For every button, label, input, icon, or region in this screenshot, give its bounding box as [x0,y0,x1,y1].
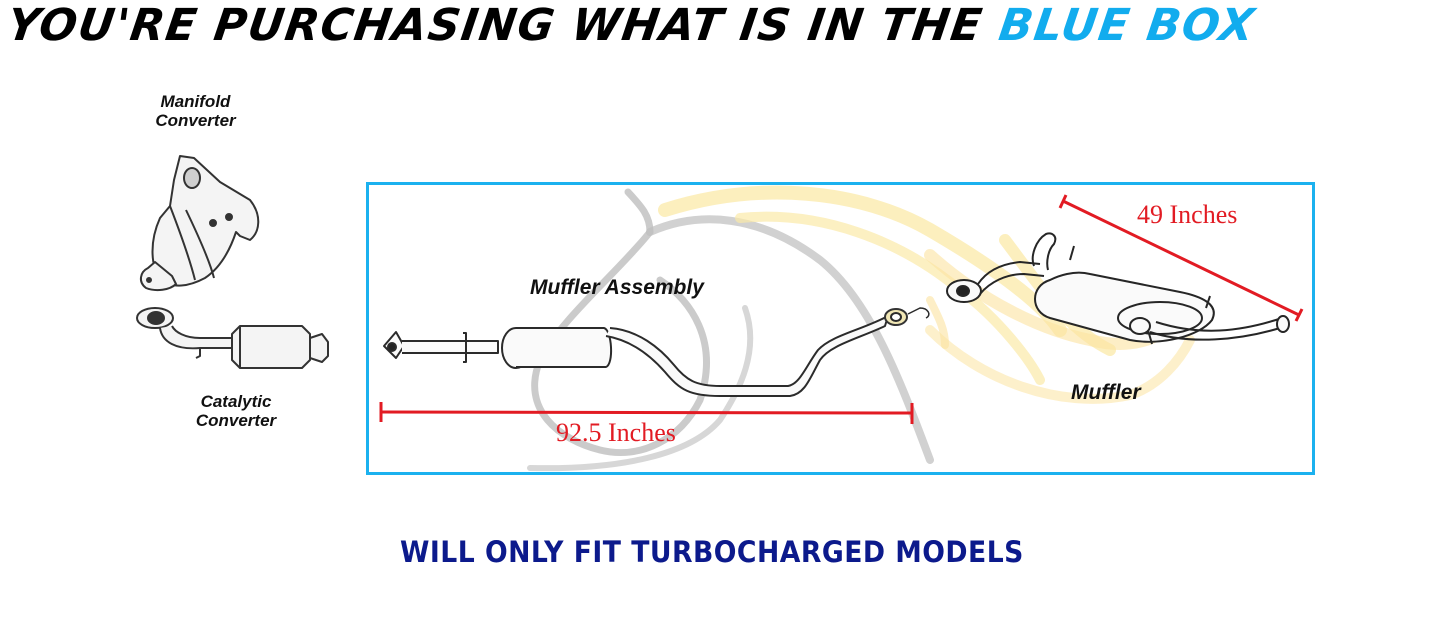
fitment-notice: WILL ONLY FIT TURBOCHARGED MODELS [400,535,1024,569]
muffler-measurement: 49 Inches [1137,200,1238,229]
muffler-assembly-label: Muffler Assembly [530,276,704,299]
assembly-dimension-line [380,410,913,415]
catalytic-converter-drawing [136,307,329,369]
muffler-drawing [946,232,1290,345]
muffler-dimension-tick-left [1058,194,1068,209]
blue-box [366,182,1315,475]
measurement-lines [379,194,1304,424]
muffler-assembly-measurement: 92.5 Inches [556,418,676,447]
muffler-label: Muffler [1071,381,1141,404]
muffler-dimension-line [1062,199,1300,317]
muffler-assembly-drawing [383,307,930,397]
muffler-dimension-tick-right [1294,308,1304,322]
catalytic-converter-label: Catalytic Converter [195,392,277,431]
manifold-converter-label: Manifold Converter [155,92,236,131]
manifold-converter-drawing [140,155,260,292]
